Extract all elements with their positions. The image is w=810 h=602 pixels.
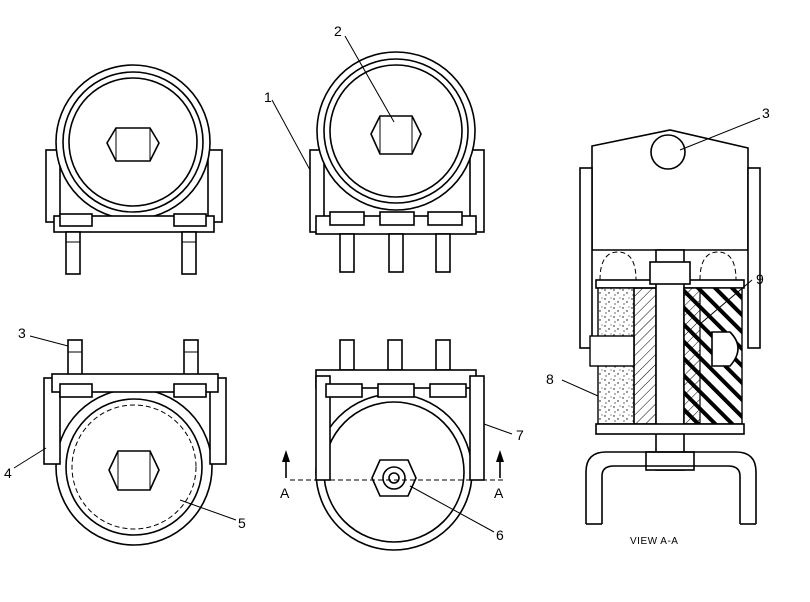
callout-7: 7 [516, 427, 524, 443]
section-arrow-left [282, 450, 290, 462]
callout-9: 9 [756, 271, 764, 287]
callout-2: 2 [334, 23, 342, 39]
view-bottom-left [43, 339, 227, 546]
leader-lines [13, 35, 761, 533]
hex-nut [371, 459, 417, 497]
callout-3-section: 3 [762, 105, 770, 121]
view-top-left [45, 64, 223, 275]
callout-4: 4 [4, 465, 12, 481]
callout-6: 6 [496, 527, 504, 543]
view-caption: VIEW A-A [630, 536, 678, 547]
view-bottom-middle [282, 339, 506, 551]
hex-nut [108, 450, 160, 491]
callout-3-left: 3 [18, 325, 26, 341]
callout-8: 8 [546, 371, 554, 387]
callout-5: 5 [238, 515, 246, 531]
callout-1: 1 [264, 89, 272, 105]
view-top-middle [309, 51, 485, 273]
hex-nut [370, 115, 422, 155]
view-section-a-a [579, 129, 761, 525]
section-arrow-right [496, 450, 504, 462]
hex-nut [106, 127, 160, 162]
section-mark-left: A [280, 485, 290, 501]
section-mark-right: A [494, 485, 504, 501]
